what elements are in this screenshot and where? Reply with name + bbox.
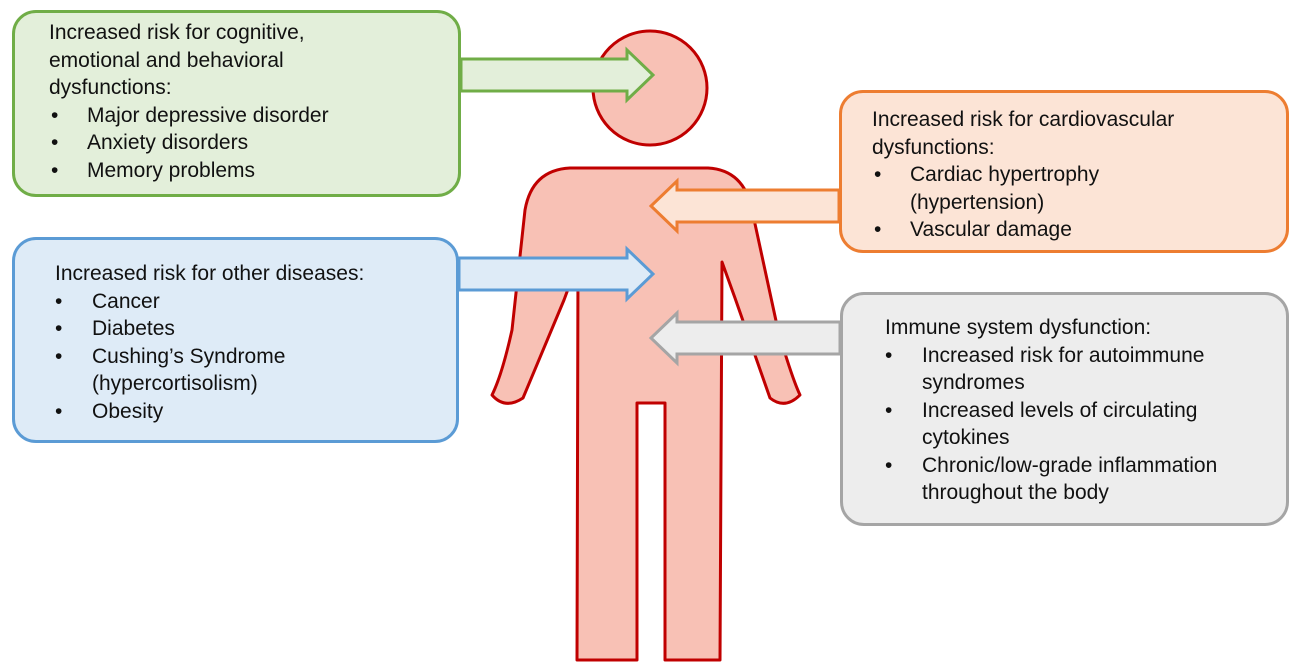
list-item: Diabetes	[55, 315, 448, 343]
cardiovascular-risk-box: Increased risk for cardiovascular dysfun…	[839, 90, 1289, 253]
list-item: Cardiac hypertrophy (hypertension)	[872, 161, 1278, 216]
immune-dysfunction-list: Increased risk for autoimmune syndromes …	[885, 342, 1278, 507]
list-item: Chronic/low-grade inflammation throughou…	[885, 452, 1278, 507]
list-item: Obesity	[55, 398, 448, 426]
arrow-cognitive	[459, 46, 656, 104]
immune-dysfunction-title: Immune system dysfunction:	[885, 316, 1152, 339]
figure-body	[490, 166, 802, 662]
arrow-other-diseases	[457, 245, 656, 303]
list-item: Major depressive disorder	[49, 102, 450, 130]
cardiovascular-risk-list: Cardiac hypertrophy (hypertension) Vascu…	[872, 161, 1278, 244]
list-item: Cancer	[55, 288, 448, 316]
list-item: Increased risk for autoimmune syndromes	[885, 342, 1278, 397]
arrow-cardiovascular	[648, 177, 841, 235]
immune-dysfunction-box: Immune system dysfunction: Increased ris…	[840, 292, 1289, 526]
cognitive-risk-list: Major depressive disorder Anxiety disord…	[49, 102, 450, 185]
list-item: Vascular damage	[872, 216, 1278, 244]
arrow-immune	[648, 309, 842, 367]
list-item: Increased levels of circulating cytokine…	[885, 397, 1278, 452]
list-item: Cushing’s Syndrome (hypercortisolism)	[55, 343, 448, 398]
other-diseases-title: Increased risk for other diseases:	[55, 262, 365, 285]
cognitive-risk-box: Increased risk for cognitive, emotional …	[12, 10, 461, 197]
cognitive-risk-title: Increased risk for cognitive, emotional …	[49, 21, 305, 99]
other-diseases-list: Cancer Diabetes Cushing’s Syndrome (hype…	[55, 288, 448, 426]
list-item: Anxiety disorders	[49, 129, 450, 157]
cardiovascular-risk-title: Increased risk for cardiovascular dysfun…	[872, 108, 1175, 159]
other-diseases-box: Increased risk for other diseases: Cance…	[12, 237, 459, 443]
list-item: Memory problems	[49, 157, 450, 185]
